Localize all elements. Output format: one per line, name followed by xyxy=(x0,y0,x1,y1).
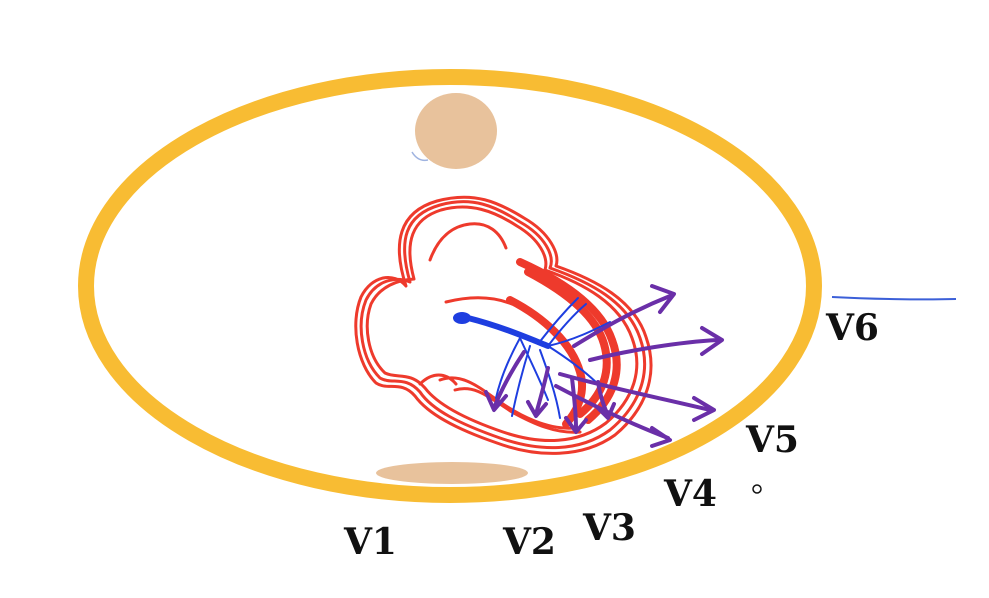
lead-label-v2: V2 xyxy=(502,521,556,563)
vector-arrow xyxy=(526,366,550,418)
vector-arrow xyxy=(564,376,588,434)
spine-sketch-mark xyxy=(411,151,429,162)
av-node xyxy=(453,312,471,324)
heart xyxy=(354,195,653,455)
small-circle-icon xyxy=(752,484,762,494)
bundle-of-his xyxy=(465,315,551,349)
conduction-system xyxy=(453,297,611,419)
thorax-outline xyxy=(78,69,822,503)
vector-arrow xyxy=(588,326,724,362)
lead-label-v3: V3 xyxy=(582,507,636,549)
sternum xyxy=(376,462,528,484)
spine xyxy=(415,93,497,169)
purkinje-fibers xyxy=(495,297,611,419)
v6-marker-line xyxy=(831,296,957,301)
vector-arrow xyxy=(484,350,526,412)
vector-arrow xyxy=(558,372,716,422)
lead-label-v6: V6 xyxy=(825,307,879,349)
depolarization-vectors xyxy=(484,284,724,448)
lead-label-v5: V5 xyxy=(745,419,799,461)
vector-arrow xyxy=(596,380,616,420)
vector-arrow xyxy=(572,284,676,348)
lead-label-v1: V1 xyxy=(343,521,397,563)
lead-label-v4: V4 xyxy=(663,473,717,515)
